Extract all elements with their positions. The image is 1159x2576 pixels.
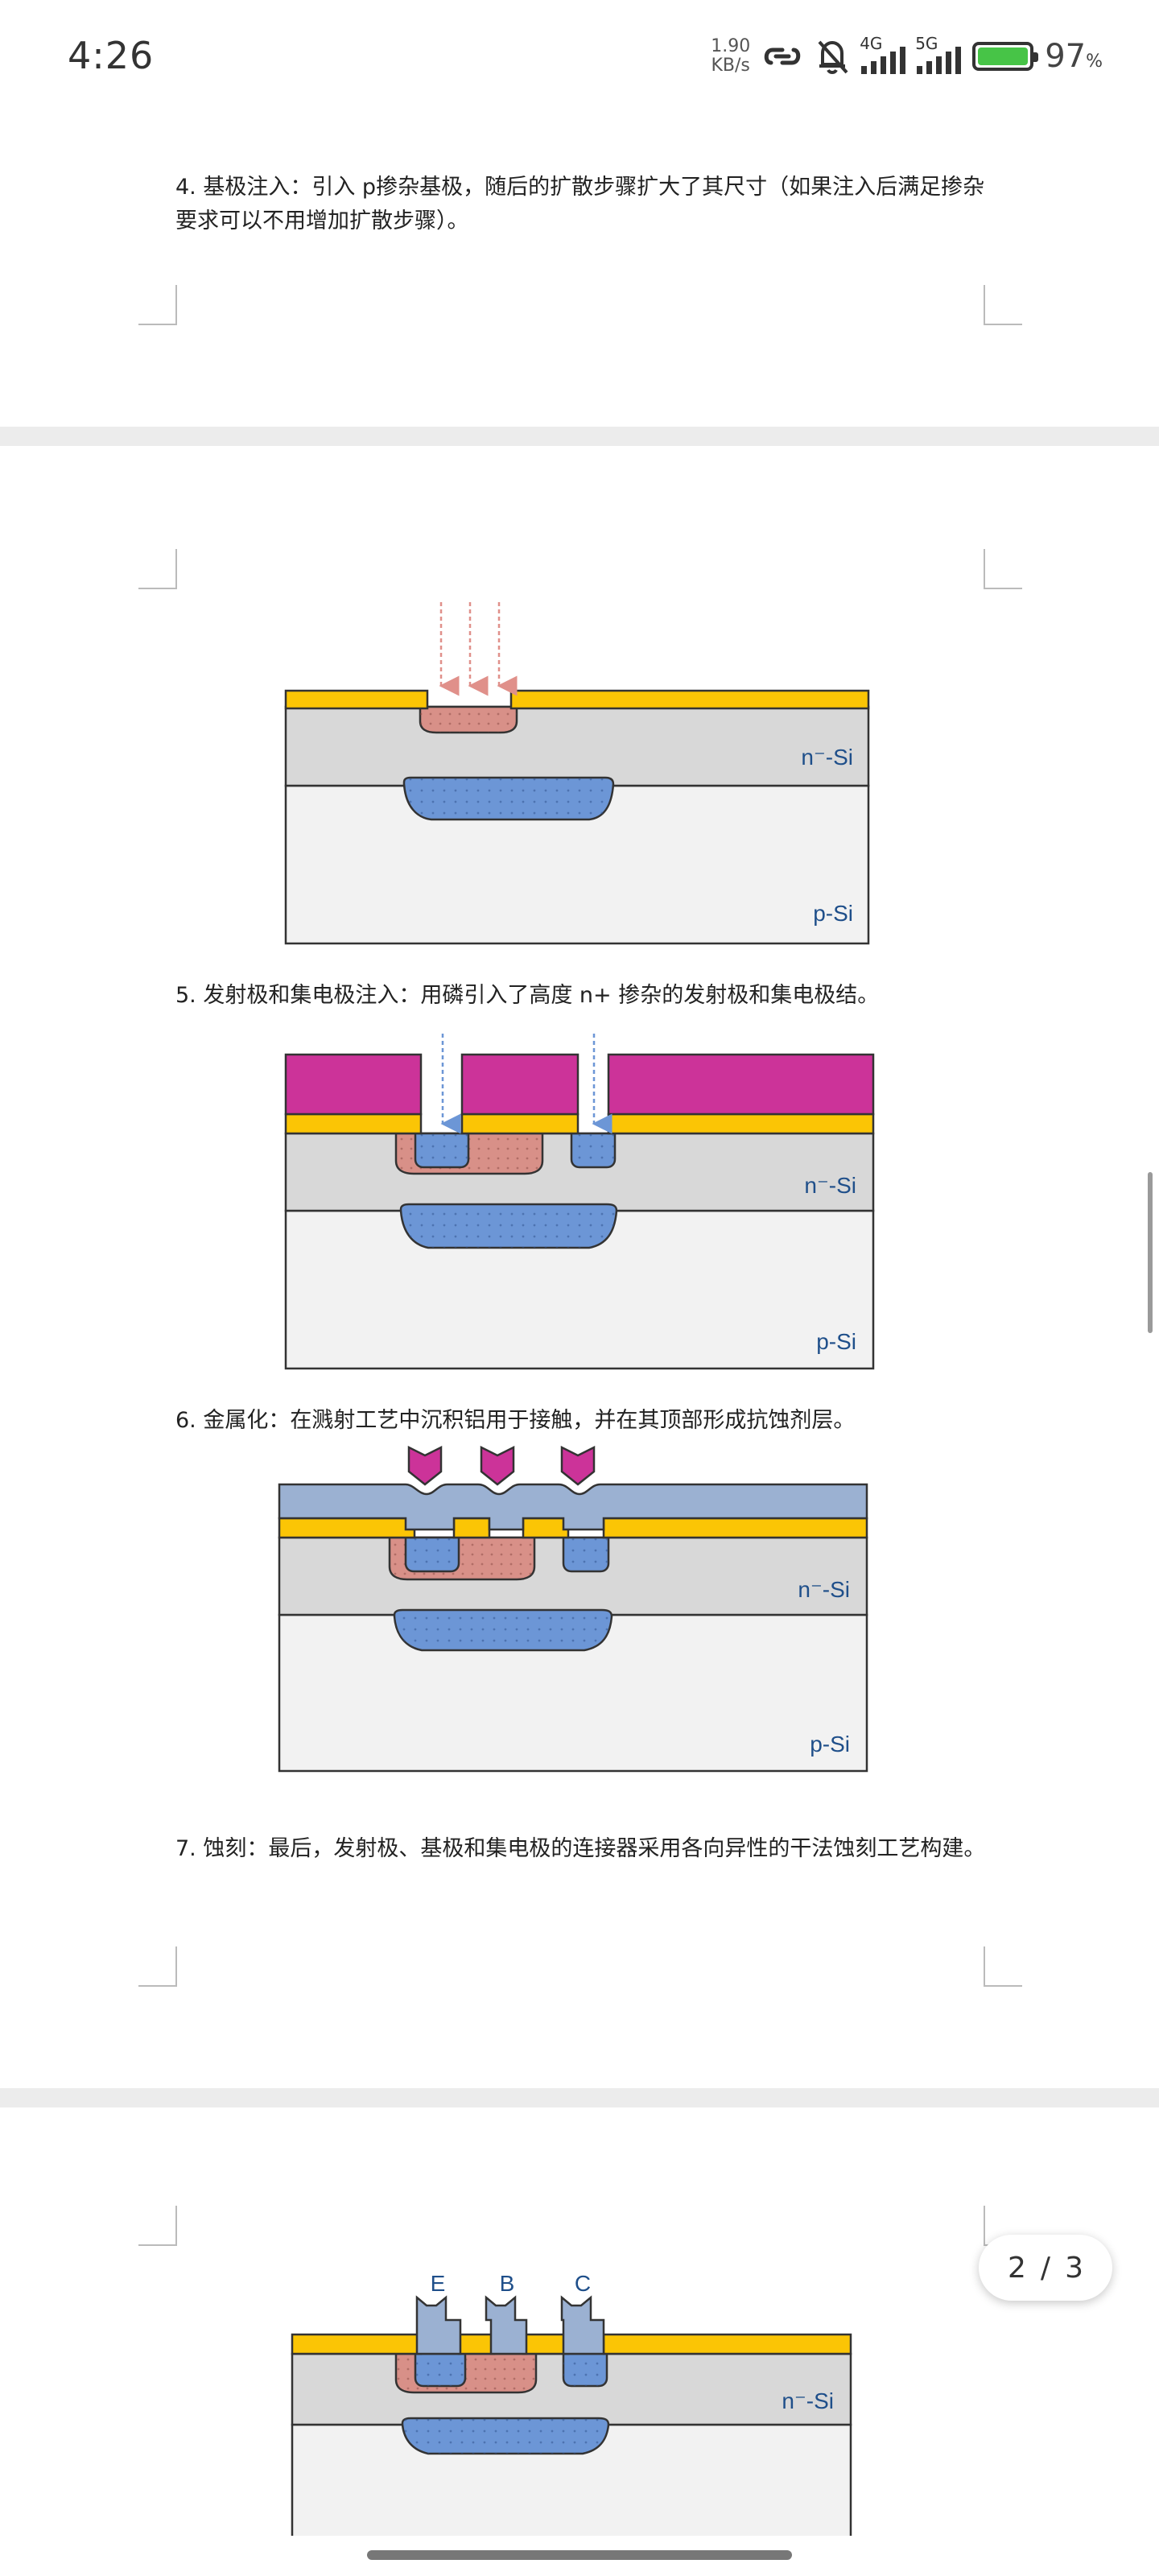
n-si-label: n⁻-Si	[801, 745, 853, 770]
diagram-emitter-collector-implant: n⁻-Si p-Si	[284, 1034, 875, 1370]
base-contact	[485, 2295, 528, 2355]
svg-text:n⁻-Si: n⁻-Si	[782, 2388, 834, 2413]
resist-block	[607, 1053, 875, 1116]
scrollbar[interactable]	[1148, 1172, 1153, 1333]
status-time: 4:26	[68, 34, 155, 77]
step-7-text: 7. 蚀刻：最后，发射极、基极和集电极的连接器采用各向异性的干法蚀刻工艺构建。	[175, 1836, 986, 1861]
page-indicator[interactable]: 2 / 3	[979, 2235, 1112, 2301]
page-corner-mark	[984, 1946, 1022, 1987]
svg-text:p-Si: p-Si	[810, 1732, 850, 1757]
base-label: B	[500, 2271, 515, 2296]
battery-percent: 97%	[1045, 38, 1103, 75]
diagram-base-implant: n⁻-Si p-Si	[284, 602, 870, 945]
diagram-metallization: n⁻-Si p-Si	[278, 1446, 868, 1773]
page-corner-mark	[984, 285, 1022, 325]
p-si-label: p-Si	[813, 901, 853, 926]
status-icons: 1.90 KB/s 4G 5G 97%	[711, 32, 1103, 80]
page-divider	[0, 2088, 1159, 2107]
signal-5g-icon: 5G	[915, 34, 962, 74]
collector-label: C	[575, 2271, 591, 2296]
page-separator: /	[1040, 2251, 1051, 2285]
svg-text:n⁻-Si: n⁻-Si	[798, 1577, 850, 1602]
link-icon	[764, 47, 801, 65]
net-speed: 1.90 KB/s	[711, 37, 750, 76]
page-corner-mark	[138, 549, 177, 589]
bell-muted-icon	[818, 40, 848, 74]
page-corner-mark	[138, 285, 177, 325]
resist-block	[284, 1053, 423, 1116]
diagram-etching: E B C n⁻-Si	[291, 2271, 852, 2536]
battery-icon	[972, 42, 1039, 71]
page-divider	[0, 427, 1159, 446]
resist-cap	[407, 1446, 443, 1486]
svg-text:p-Si: p-Si	[816, 1329, 856, 1354]
step-5-text: 5. 发射极和集电极注入：用磷引入了高度 n+ 掺杂的发射极和集电极结。	[175, 983, 880, 1008]
home-indicator[interactable]	[367, 2550, 792, 2560]
oxide-layer	[509, 689, 870, 710]
emitter-contact	[415, 2295, 462, 2355]
resist-cap	[480, 1446, 515, 1486]
page-corner-mark	[138, 1946, 177, 1987]
step-6-text: 6. 金属化：在溅射工艺中沉积铝用于接触，并在其顶部形成抗蚀剂层。	[175, 1408, 856, 1433]
page-total: 3	[1065, 2251, 1083, 2285]
net-speed-value: 1.90	[711, 36, 751, 56]
collector-contact	[560, 2295, 605, 2355]
signal-4g-label: 4G	[860, 34, 883, 53]
n-si-layer	[284, 705, 870, 787]
net-speed-unit: KB/s	[711, 56, 750, 76]
resist-block	[460, 1053, 580, 1116]
signal-4g-icon: 4G	[860, 34, 906, 74]
page-corner-mark	[138, 2206, 177, 2246]
status-bar: 4:26 1.90 KB/s 4G 5G 97%	[0, 0, 1159, 121]
step-4-text: 4. 基极注入：引入 p掺杂基极，随后的扩散步骤扩大了其尺寸（如果注入后满足掺杂…	[175, 175, 985, 233]
page-corner-mark	[984, 549, 1022, 589]
aluminium-layer	[278, 1483, 868, 1531]
resist-cap	[560, 1446, 596, 1486]
emitter-label: E	[431, 2271, 446, 2296]
svg-text:n⁻-Si: n⁻-Si	[804, 1173, 856, 1198]
page-current: 2	[1008, 2251, 1026, 2285]
signal-5g-label: 5G	[915, 34, 938, 53]
oxide-layer	[284, 689, 429, 710]
